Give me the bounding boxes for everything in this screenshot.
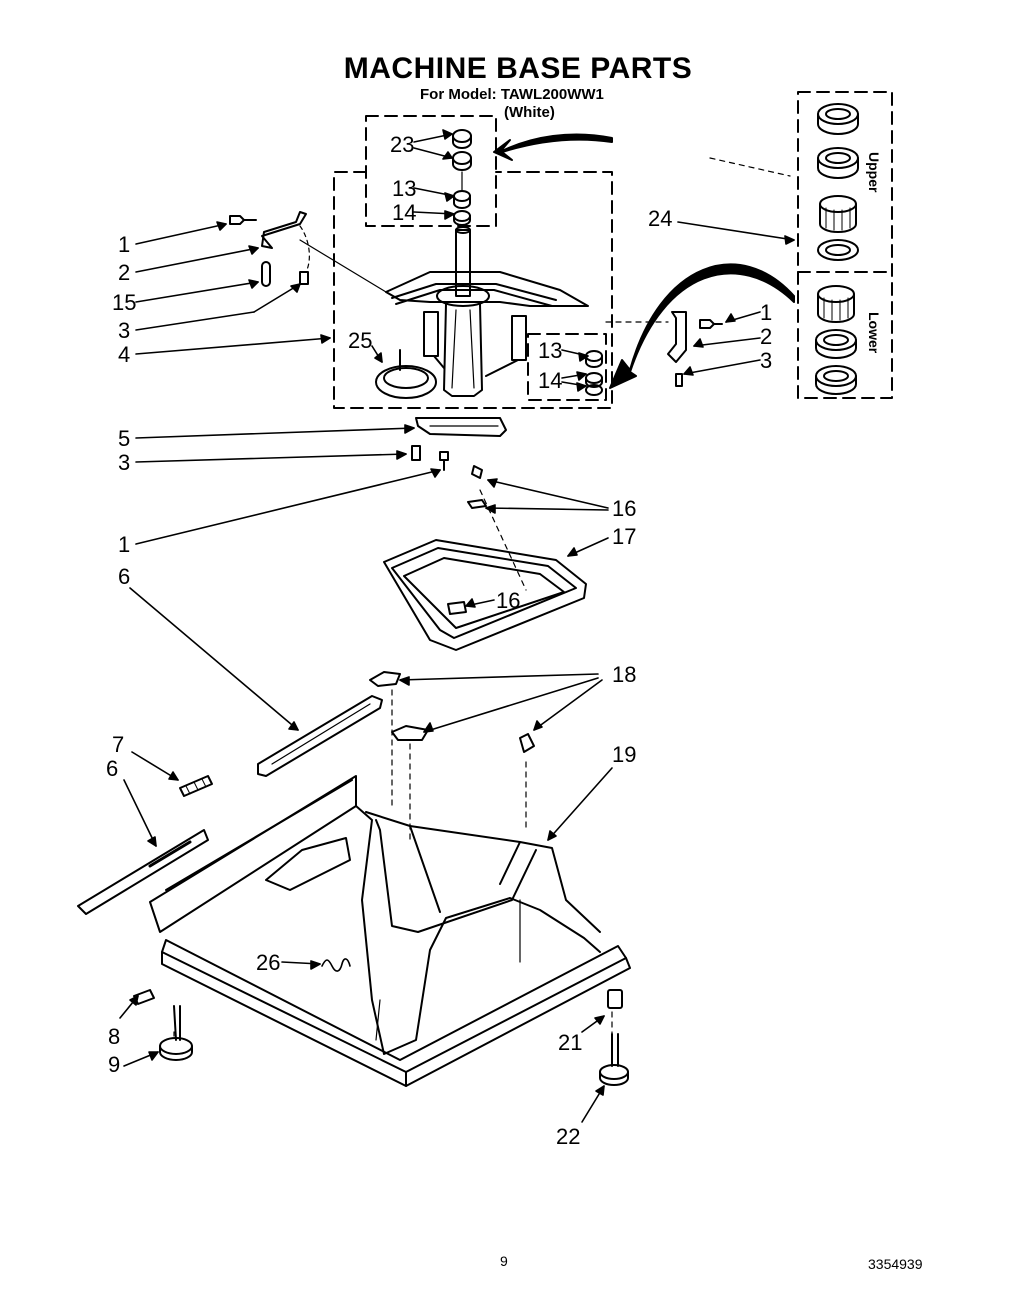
callout-1-left: 1 bbox=[118, 232, 131, 257]
callout-24: 24 bbox=[648, 206, 673, 231]
lower-bearing-box bbox=[527, 333, 607, 401]
page-number: 9 bbox=[500, 1253, 508, 1269]
callout-15: 15 bbox=[112, 290, 137, 315]
callout-13-lower: 13 bbox=[538, 338, 563, 363]
clips-18 bbox=[369, 671, 535, 753]
callout-3-left: 3 bbox=[118, 318, 131, 343]
snubber-ring bbox=[375, 349, 437, 399]
top-bearing-box bbox=[365, 115, 497, 227]
bearing-inset bbox=[815, 103, 859, 395]
right-bracket-parts bbox=[667, 311, 723, 387]
dashed-boxes bbox=[333, 91, 893, 409]
callout-18: 18 bbox=[612, 662, 637, 687]
document-number: 3354939 bbox=[868, 1256, 923, 1272]
callout-26: 26 bbox=[256, 950, 281, 975]
callout-14-top: 14 bbox=[392, 200, 417, 225]
callout-8: 8 bbox=[108, 1024, 121, 1049]
callout-3-right: 3 bbox=[760, 348, 773, 373]
callout-6-lower: 6 bbox=[106, 756, 119, 781]
upper-bearings-label: Upper bbox=[866, 152, 882, 193]
callout-21: 21 bbox=[558, 1030, 583, 1055]
callout-14-lower: 14 bbox=[538, 368, 563, 393]
callout-16-lower: 16 bbox=[496, 588, 521, 613]
plate-17-assembly bbox=[383, 465, 587, 651]
callout-25: 25 bbox=[348, 328, 373, 353]
callout-1-right: 1 bbox=[760, 300, 773, 325]
top-bearing-stack bbox=[452, 129, 472, 226]
machine-base-frame bbox=[149, 775, 631, 1087]
callout-6-upper: 6 bbox=[118, 564, 131, 589]
callout-19: 19 bbox=[612, 742, 637, 767]
top-curved-arrow bbox=[493, 133, 613, 161]
drive-spider-assembly bbox=[299, 226, 589, 397]
curved-arrows bbox=[493, 133, 795, 389]
callout-3-mid: 3 bbox=[118, 450, 131, 475]
callout-17: 17 bbox=[612, 524, 637, 549]
color-line: (White) bbox=[504, 104, 555, 121]
bearing-inset-box bbox=[797, 91, 893, 399]
left-bracket-parts bbox=[229, 211, 310, 287]
callout-2-right: 2 bbox=[760, 324, 773, 349]
callout-4: 4 bbox=[118, 342, 131, 367]
callout-9: 9 bbox=[108, 1052, 121, 1077]
callout-5: 5 bbox=[118, 426, 131, 451]
diagram-title: MACHINE BASE PARTS bbox=[343, 52, 693, 85]
lower-bearing-stack bbox=[585, 350, 603, 396]
model-line: For Model: TAWL200WW1 bbox=[420, 86, 604, 103]
callout-leaders bbox=[119, 129, 795, 1123]
callout-13-top: 13 bbox=[392, 176, 417, 201]
callout-22: 22 bbox=[556, 1124, 581, 1149]
callout-16-top: 16 bbox=[612, 496, 637, 521]
leveling-feet bbox=[133, 989, 629, 1086]
wire-26 bbox=[321, 958, 351, 972]
callout-23: 23 bbox=[390, 132, 415, 157]
lower-bearings-label: Lower bbox=[866, 312, 882, 354]
callout-2-left: 2 bbox=[118, 260, 131, 285]
dashed-leaders bbox=[173, 157, 791, 1037]
drive-assembly-box bbox=[333, 171, 613, 409]
callout-1-mid: 1 bbox=[118, 532, 131, 557]
rails-and-spring bbox=[77, 695, 383, 915]
side-curved-arrow bbox=[609, 263, 795, 389]
bracket-5-parts bbox=[411, 417, 507, 471]
callout-7: 7 bbox=[112, 732, 125, 757]
